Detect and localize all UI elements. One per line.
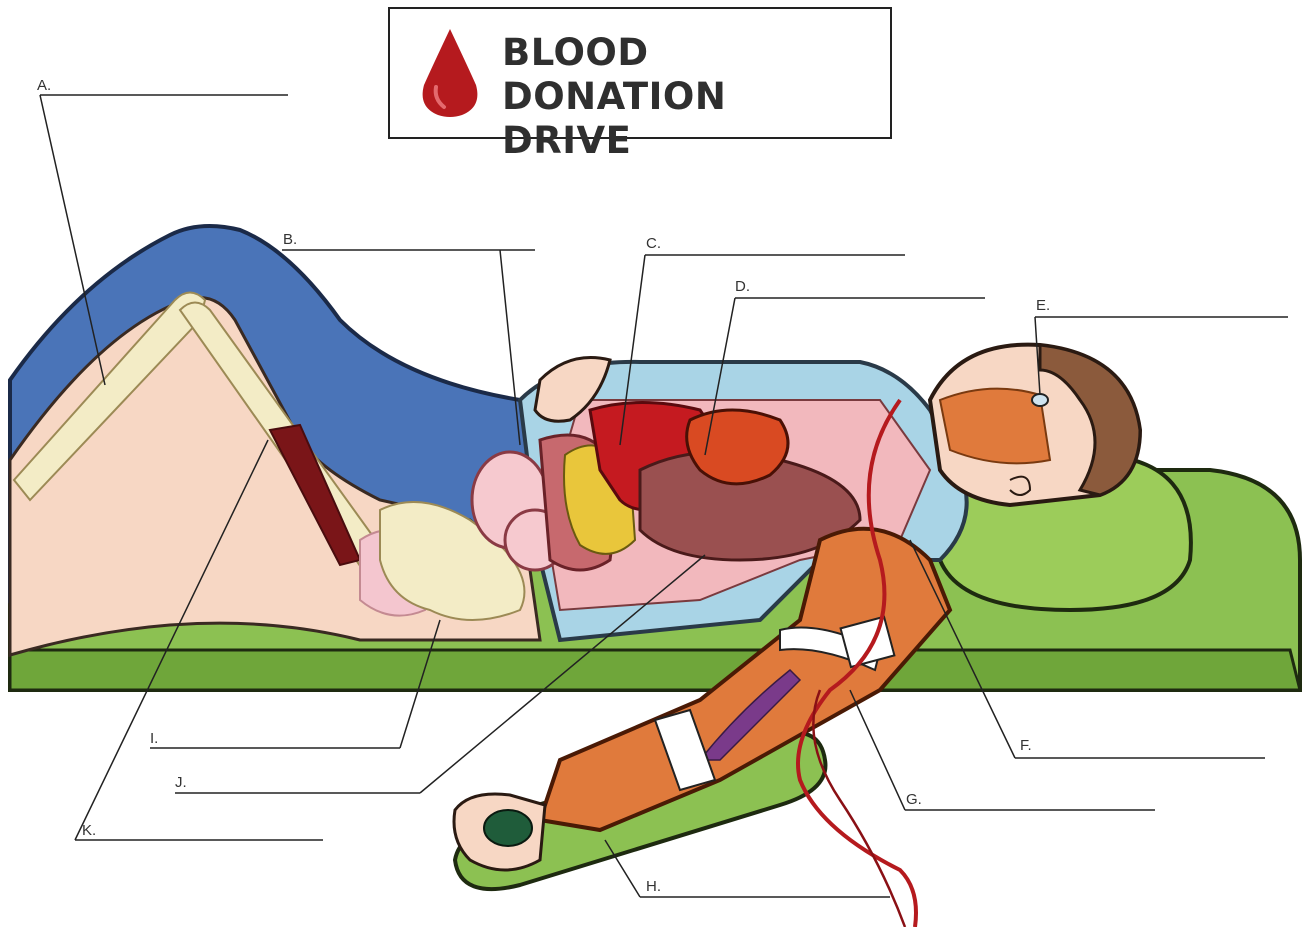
label-h: H.: [646, 879, 661, 894]
label-a: A.: [37, 78, 51, 93]
heart: [687, 410, 788, 484]
title-line-1: BLOOD DONATION: [502, 31, 882, 119]
label-e: E.: [1036, 298, 1050, 313]
label-k: K.: [82, 823, 96, 838]
label-j: J.: [175, 775, 187, 790]
hand: [454, 794, 545, 870]
label-g: G.: [906, 792, 922, 807]
label-i: I.: [150, 731, 158, 746]
blood-tube-lower: [813, 690, 905, 927]
title-box: BLOOD DONATION DRIVE: [388, 7, 892, 139]
head: [930, 345, 1140, 505]
leader-g: [850, 690, 1155, 810]
title-line-2: DRIVE: [502, 119, 882, 163]
label-f: F.: [1020, 738, 1032, 753]
label-c: C.: [646, 236, 661, 251]
title-text: BLOOD DONATION DRIVE: [502, 31, 882, 163]
label-b: B.: [283, 232, 297, 247]
blood-drop-icon: [418, 27, 482, 119]
label-d: D.: [735, 279, 750, 294]
